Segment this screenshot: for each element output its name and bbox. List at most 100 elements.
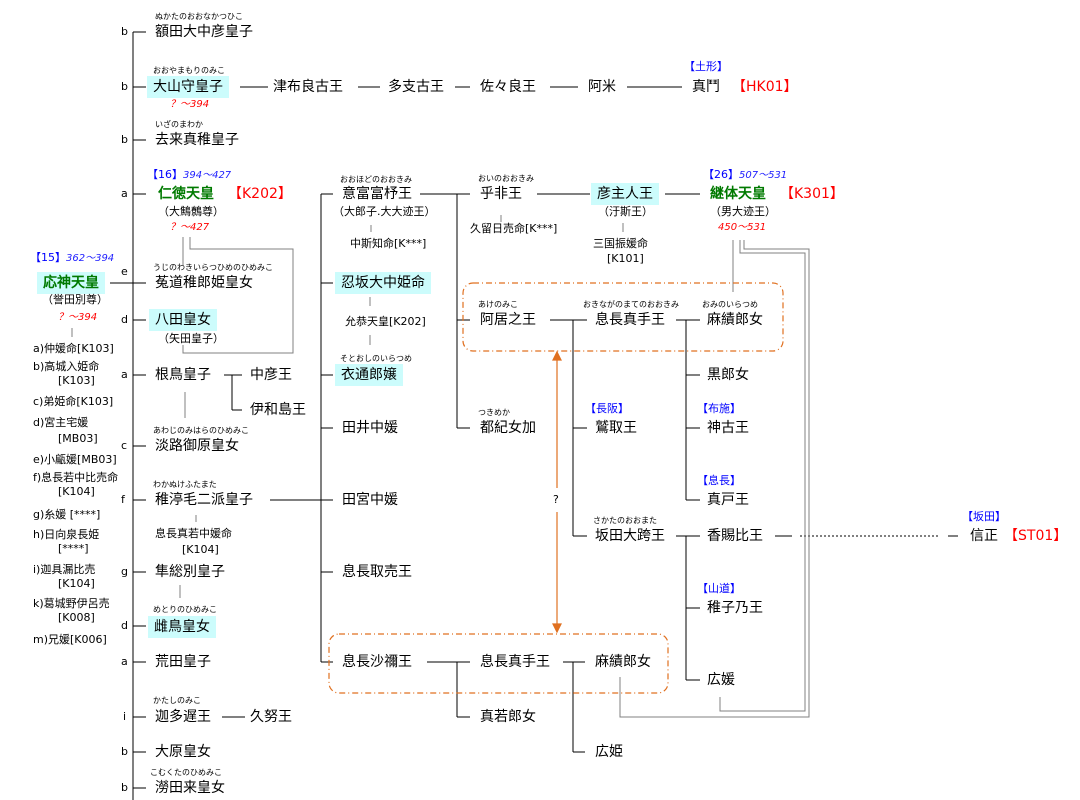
mother-letter: a [121, 368, 128, 381]
person-kuro[interactable]: 黒郎女 [707, 367, 749, 383]
person-nukata[interactable]: 額田大中彦皇子 [155, 24, 253, 40]
yata-alias: （矢田皇子） [158, 332, 224, 345]
person-netori[interactable]: 根鳥皇子 [155, 367, 211, 383]
person-ake[interactable]: 阿居之王 [480, 312, 536, 328]
person-ojin[interactable]: 応神天皇 [37, 272, 105, 294]
person-tsukime[interactable]: 都紀女加 [480, 420, 536, 436]
person-hikoushi[interactable]: 彦主人王 [591, 183, 659, 205]
mother-letter: b [121, 80, 128, 93]
person-mate-lower[interactable]: 息長真手王 [480, 654, 550, 670]
ruby: つきめか [478, 408, 510, 417]
ruby: わかぬけふたまた [153, 480, 217, 489]
consort: e)小甂媛[MB03] [33, 453, 117, 466]
person-arata[interactable]: 荒田皇子 [155, 654, 211, 670]
consort: h)日向泉長姫 [33, 528, 100, 541]
consort-code: [MB03] [58, 432, 98, 445]
person-tori[interactable]: 息長取売王 [342, 564, 412, 580]
person-mauda[interactable]: 真鬥 [692, 79, 720, 95]
person-nakatsuhiko[interactable]: 中彦王 [250, 367, 292, 383]
ruby: おおやまもりのみこ [153, 66, 225, 75]
mother-letter: g [121, 565, 128, 578]
lower-group-box [328, 633, 669, 694]
region-label: 【山道】 [697, 582, 741, 595]
ojin-alias: （誉田別尊） [42, 293, 108, 306]
person-nintoku[interactable]: 仁徳天皇 [158, 186, 214, 202]
person-sakata[interactable]: 坂田大跨王 [595, 528, 665, 544]
person-omi-lower[interactable]: 麻績郎女 [595, 654, 651, 670]
ruby: あわじのみはらのひめみこ [153, 426, 249, 435]
code-label: 【ST01】 [1004, 528, 1068, 544]
person-chain[interactable]: 佐々良王 [480, 79, 536, 95]
keitai-dates: 450～531 [718, 222, 767, 233]
mother-letter: b [121, 133, 128, 146]
person-ohodo[interactable]: 意富富杼王 [342, 186, 412, 202]
upper-group-box [462, 282, 784, 352]
hikoushi-wife: 三国振媛命 [593, 237, 648, 250]
region-label: 【息長】 [697, 474, 741, 487]
ruby: そとおしのいらつめ [340, 354, 412, 363]
person-komukuta[interactable]: 澇田来皇女 [155, 780, 225, 796]
person-osaka[interactable]: 忍坂大中姫命 [335, 272, 431, 294]
mother-letter: c [121, 439, 128, 452]
person-oyamamori[interactable]: 大山守皇子 [147, 76, 229, 98]
hikoushi-alias: （汙斯王） [598, 205, 653, 218]
ruby: さかたのおおまた [593, 516, 657, 525]
mother-letter: f [121, 493, 125, 506]
arrow-question-label: ? [553, 493, 559, 506]
consort-code: [K104] [58, 577, 95, 590]
consort: d)宮主宅媛 [33, 416, 89, 429]
mother-letter: b [121, 25, 128, 38]
person-ohara[interactable]: 大原皇女 [155, 744, 211, 760]
person-sane[interactable]: 息長沙禰王 [342, 654, 412, 670]
person-mate[interactable]: 息長真手王 [595, 312, 665, 328]
person-wakugo[interactable]: 稚子乃王 [707, 600, 763, 616]
person-tai[interactable]: 田井中媛 [342, 420, 398, 436]
person-yata[interactable]: 八田皇女 [149, 309, 217, 331]
consort-code: [****] [58, 542, 89, 555]
person-kamiko[interactable]: 神古王 [707, 420, 749, 436]
nintoku-alias: （大鷦鷯尊） [158, 205, 224, 218]
ruby: おいのおおきみ [478, 174, 534, 183]
person-hayabusa[interactable]: 隼総別皇子 [155, 564, 225, 580]
code-label: 【K202】 [228, 186, 292, 202]
person-izanomawaka[interactable]: 去来真稚皇子 [155, 132, 239, 148]
person-kahi[interactable]: 香賜比王 [707, 528, 763, 544]
person-chain[interactable]: 阿米 [588, 79, 616, 95]
person-chain[interactable]: 津布良古王 [273, 79, 343, 95]
ruby: ぬかたのおおなかつひこ [155, 12, 243, 21]
consort: g)糸媛 [****] [33, 508, 101, 521]
person-hirohime[interactable]: 広姫 [595, 744, 623, 760]
region-label: 【坂田】 [962, 510, 1006, 523]
ruby: おきながのまてのおおきみ [583, 300, 679, 309]
person-katashi[interactable]: 迦多遅王 [155, 709, 211, 725]
region-label: 【長阪】 [585, 402, 629, 415]
mother-letter: b [121, 745, 128, 758]
mother-letter: b [121, 781, 128, 794]
person-iwashima[interactable]: 伊和島王 [250, 402, 306, 418]
person-ohi[interactable]: 乎非王 [480, 186, 522, 202]
consort: c)弟姫命[K103] [33, 395, 114, 408]
person-uji[interactable]: 菟道稚郎姫皇女 [155, 275, 253, 291]
ruby: いざのまわか [155, 120, 203, 129]
code-label: [K101] [607, 252, 644, 265]
person-awaji[interactable]: 淡路御原皇女 [155, 438, 239, 454]
person-kunu[interactable]: 久努王 [250, 709, 292, 725]
person-tamiya[interactable]: 田宮中媛 [342, 492, 398, 508]
person-keitai[interactable]: 継体天皇 [710, 186, 766, 202]
person-washitori[interactable]: 鷲取王 [595, 420, 637, 436]
ruby: かたしのみこ [153, 696, 201, 705]
person-mato[interactable]: 真戸王 [707, 492, 749, 508]
wakanuke-wife: 息長真若中媛命 [155, 527, 232, 540]
mother-letter: i [123, 710, 127, 723]
mother-letter: a [121, 655, 128, 668]
person-nobumasa[interactable]: 信正 [970, 528, 998, 544]
person-chain[interactable]: 多支古王 [388, 79, 444, 95]
person-omi[interactable]: 麻績郎女 [707, 312, 763, 328]
person-sotoori[interactable]: 衣通郎嬢 [335, 364, 403, 386]
person-wakanuke[interactable]: 稚渟毛二派皇子 [155, 492, 253, 508]
person-mawaka[interactable]: 真若郎女 [480, 709, 536, 725]
ruby: うじのわきいらつひめのひめみこ [153, 263, 273, 272]
person-medori[interactable]: 雌鳥皇女 [148, 616, 216, 638]
person-hiro[interactable]: 広媛 [707, 672, 735, 688]
